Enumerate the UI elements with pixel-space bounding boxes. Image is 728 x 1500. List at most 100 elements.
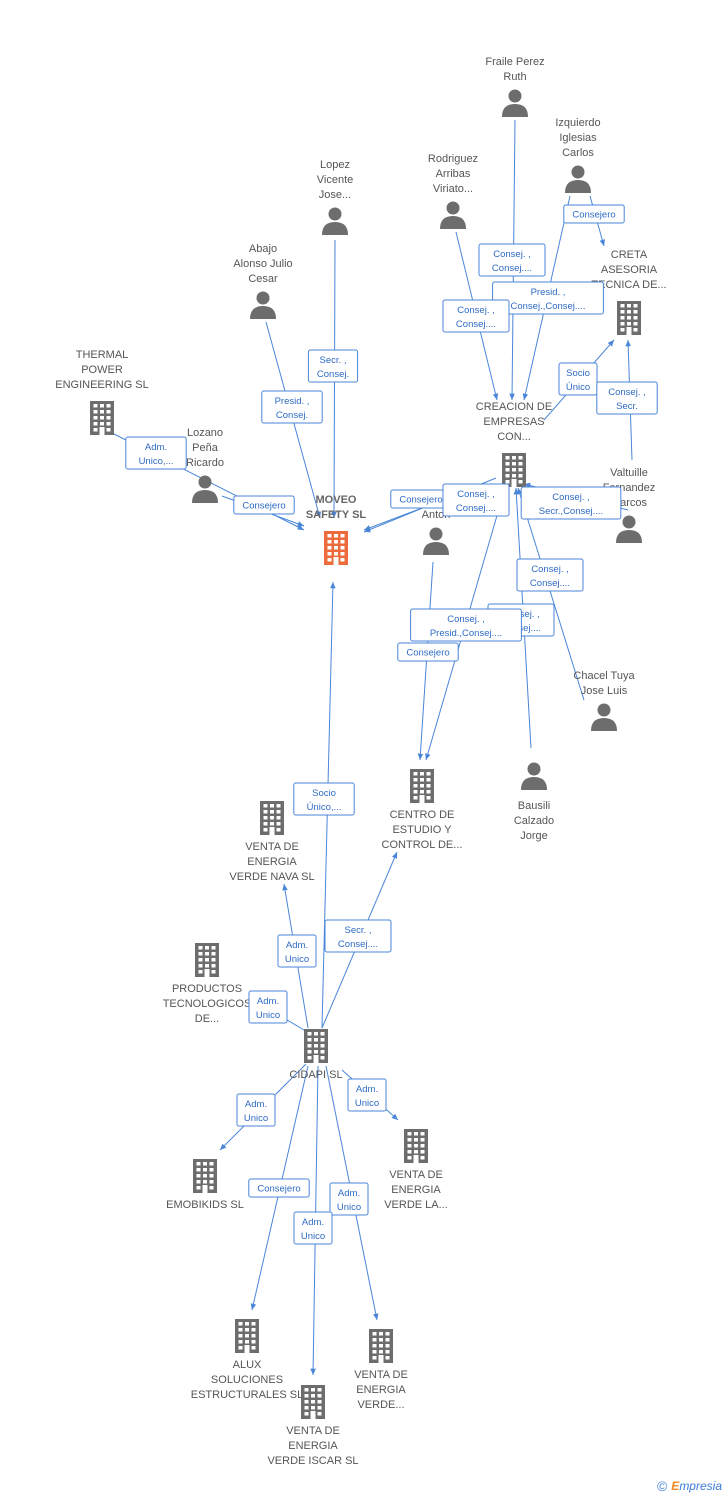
node-label: TECNOLOGICOS [163, 998, 252, 1010]
edge-label-e_abajo[interactable]: Presid. ,Consej. [261, 390, 323, 424]
person-icon [521, 762, 547, 790]
node-label: Alonso Julio [233, 258, 292, 270]
node-venta-verde[interactable]: VENTA DEENERGIAVERDE... [354, 1329, 408, 1411]
edge-label-text: Unico [355, 1098, 379, 1109]
edge-label-text: Consej.... [492, 263, 532, 274]
edge-label-text: Único,... [307, 802, 342, 813]
node-label: Lopez [320, 159, 350, 171]
node-label: Jorge [520, 830, 548, 842]
node-label: CIDAPI SL [289, 1069, 342, 1081]
edge-label-e_lopez[interactable]: Secr. ,Consej. [307, 349, 359, 383]
node-label: CON... [497, 431, 531, 443]
edge-label-text: Consej. , [608, 387, 646, 398]
node-label: ESTRUCTURALES SL [191, 1389, 303, 1401]
person-head [328, 207, 342, 221]
building-icon [193, 1159, 217, 1193]
node-label: VERDE LA... [384, 1199, 448, 1211]
edge-label-text: Consej. , [493, 249, 531, 260]
edge-label-e_valtuille_creacion[interactable]: Consej. ,Secr.,Consej.... [520, 486, 622, 520]
edge-label-e_cidapi_productos[interactable]: Adm. Unico [248, 990, 288, 1024]
node-cidapi[interactable]: CIDAPI SL [289, 1029, 343, 1081]
edge-label-e_cidapi_verde[interactable]: Adm.Unico [329, 1182, 369, 1216]
edge-label-text: Consejero [572, 210, 615, 221]
node-rodriguez[interactable]: RodriguezArribasViriato... [428, 153, 478, 229]
edge-label-text: Unico [285, 954, 309, 965]
edge-label-e_fraile[interactable]: Consej. , Consej.... [478, 243, 546, 277]
person-head [597, 703, 611, 717]
edge-label-e_cidapi_nava[interactable]: Adm. Unico [277, 934, 317, 968]
edge-label-text: Consej.... [456, 503, 496, 514]
node-label: VERDE ISCAR SL [267, 1455, 358, 1467]
edge-label-text: Socio [566, 368, 590, 379]
edge-label-text: Adm. [286, 940, 308, 951]
node-lopez[interactable]: LopezVicenteJose... [317, 159, 354, 235]
node-label: Arribas [436, 168, 471, 180]
person-icon [616, 515, 642, 543]
node-label: EMPRESAS [483, 416, 544, 428]
node-label: Rodriguez [428, 153, 478, 165]
edge-label-e_cidapi_la[interactable]: Adm. Unico [347, 1078, 387, 1112]
node-label: VERDE... [357, 1399, 404, 1411]
footer-brand[interactable]: © Empresia [657, 1478, 722, 1494]
brand-logo[interactable]: Empresia [671, 1479, 722, 1493]
node-productos[interactable]: PRODUCTOSTECNOLOGICOSDE... [163, 943, 252, 1025]
person-head [198, 475, 212, 489]
edge-label-e_izq_creta[interactable]: Consejero [563, 204, 625, 224]
building-icon [301, 1385, 325, 1419]
edge-label-e_lozano[interactable]: Consejero [233, 495, 295, 515]
edge-label-text: Adm. [356, 1084, 378, 1095]
edge-label-e_hidalgo_centro[interactable]: Consejero [397, 642, 459, 662]
edge-label-text: Unico [256, 1010, 280, 1021]
node-label: Cesar [248, 273, 278, 285]
edge-label-e_cidapi_moveo[interactable]: SocioÚnico,... [293, 782, 355, 816]
edge-label-text: Unico [337, 1202, 361, 1213]
edge-label-e_thermal[interactable]: Adm.Unico,... [125, 436, 187, 470]
edge-label-text: Consej. , [447, 614, 485, 625]
edge-label-e_valtuille_creta[interactable]: Consej. ,Secr. [596, 381, 658, 415]
node-label: Izquierdo [555, 117, 600, 129]
edge-label-text: Adm. [257, 996, 279, 1007]
edge-label-text: Socio [312, 788, 336, 799]
node-label: Vicente [317, 174, 354, 186]
edge-label-e_hidalgo_moveo[interactable]: Consejero [390, 489, 452, 509]
edge-label-e_rodriguez[interactable]: Consej. ,Consej.... [442, 299, 510, 333]
edge-label-e_izq_creacion[interactable]: Presid. ,Consej.,Consej.... [492, 281, 604, 315]
edge-label-e_cidapi_iscar[interactable]: Adm.Unico [293, 1211, 333, 1245]
edge-label-e_cidapi_alux[interactable]: Consejero [248, 1178, 310, 1198]
building-icon [410, 769, 434, 803]
edge-label-text: Consej. [276, 410, 308, 421]
edge-label-e_cidapi_emobikids[interactable]: Adm.Unico [236, 1093, 276, 1127]
node-label: THERMAL [76, 349, 129, 361]
node-label: CONTROL DE... [382, 839, 463, 851]
edge-label-e_cidapi_centro[interactable]: Secr. ,Consej.... [324, 919, 392, 953]
node-creacion[interactable]: CREACION DEEMPRESASCON... [476, 401, 552, 487]
node-label: VENTA DE [354, 1369, 408, 1381]
edge-label-e_chacel[interactable]: Consej. ,Consej.... [516, 558, 584, 592]
node-label: ENERGIA [247, 856, 297, 868]
copyright-icon: © [656, 1478, 668, 1494]
node-label: Calzado [514, 815, 554, 827]
node-label: ENERGIA [391, 1184, 441, 1196]
edge-label-e_creacion_moveo[interactable]: Consej. ,Consej.... [442, 483, 510, 517]
node-emobikids[interactable]: EMOBIKIDS SL [166, 1159, 244, 1211]
node-label: Chacel Tuya [573, 670, 635, 682]
edge-label-text: Consejero [257, 1184, 300, 1195]
person-body [565, 180, 591, 193]
edge-label-e_creacion_centro[interactable]: Consej. ,Presid.,Consej.... [410, 608, 522, 642]
